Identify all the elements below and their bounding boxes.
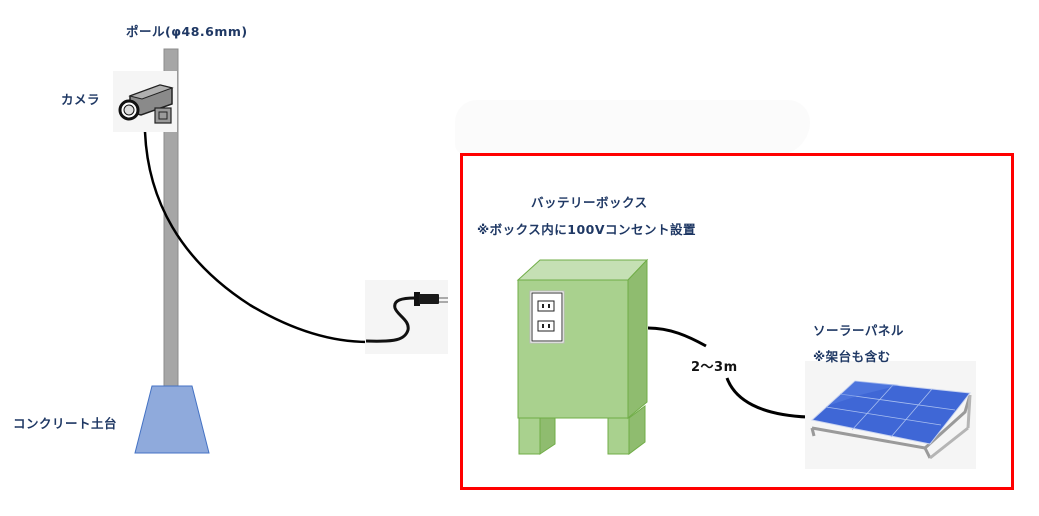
solar-panel-title: ソーラーパネル bbox=[813, 323, 904, 338]
battery-box-note: ※ボックス内に100Vコンセント設置 bbox=[477, 222, 697, 237]
background-shadow bbox=[455, 100, 810, 155]
battery-box bbox=[516, 258, 649, 455]
security-camera-icon bbox=[113, 71, 177, 132]
solar-cable-lower bbox=[725, 377, 809, 419]
highlight-box bbox=[460, 153, 1014, 490]
camera-label: カメラ bbox=[61, 92, 101, 107]
concrete-base-label: コンクリート土台 bbox=[13, 416, 118, 431]
pole-label: ポール(φ48.6mm) bbox=[126, 24, 248, 39]
battery-box-title: バッテリーボックス bbox=[531, 195, 648, 210]
cable-length-label: 2〜3m bbox=[691, 360, 738, 375]
camera-cable bbox=[143, 131, 369, 344]
solar-panel-icon bbox=[805, 361, 976, 469]
concrete-base bbox=[134, 385, 210, 454]
solar-panel-note: ※架台も含む bbox=[813, 349, 891, 364]
solar-cable-upper bbox=[647, 326, 707, 348]
power-plug-icon bbox=[365, 280, 448, 354]
power-outlet-icon bbox=[529, 290, 565, 344]
